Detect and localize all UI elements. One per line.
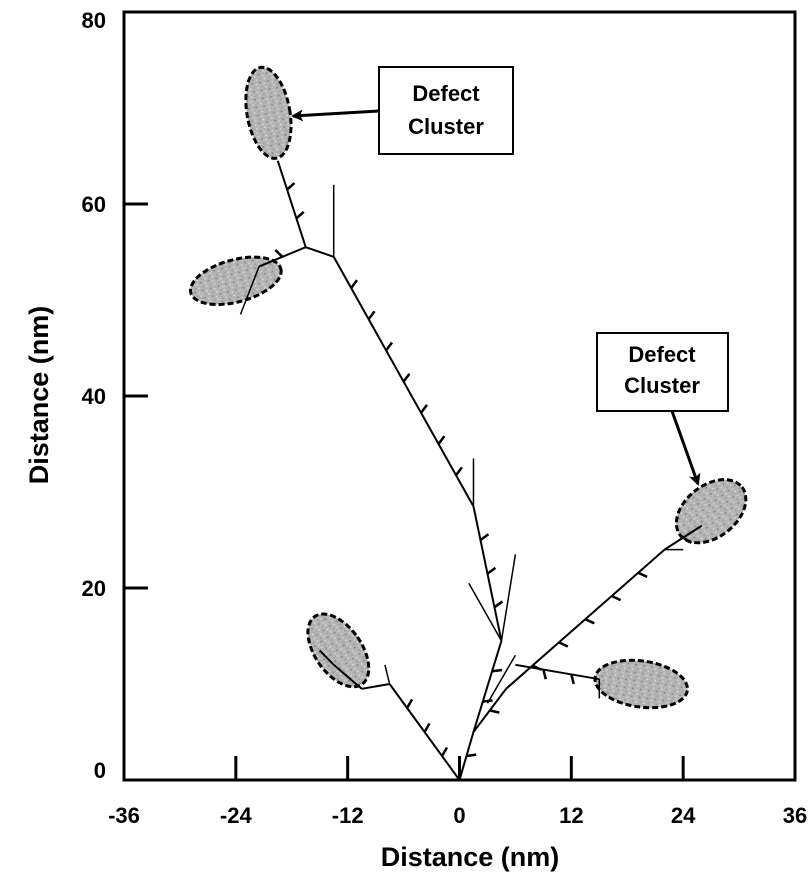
dislocation-line-3 <box>305 246 335 258</box>
dislocation-hash-2-0-7 <box>350 279 359 289</box>
dislocation-hash-6-0-1 <box>489 709 500 714</box>
dislocation-hash-9-0-2 <box>570 674 575 685</box>
dislocation-hash-1-0-1 <box>493 600 504 609</box>
dislocation-hash-10-0-2 <box>423 722 431 733</box>
dislocation-hash-2-0-3 <box>420 404 428 414</box>
branch-line-5 <box>384 664 391 685</box>
y-tick-label-0: 0 <box>94 758 106 783</box>
annotation-arrow-right <box>670 410 701 486</box>
annotation-box-upper <box>378 66 514 155</box>
dislocation-hash-8-0-1 <box>682 536 693 545</box>
dislocation-line-10 <box>388 683 461 781</box>
x-axis-title: Distance (nm) <box>381 842 560 872</box>
branch-line-1 <box>468 582 503 642</box>
dislocation-hash-10-0-3 <box>405 698 414 709</box>
dislocation-line-11 <box>361 683 390 690</box>
dislocation-line-4 <box>276 160 307 248</box>
annotation-callout-right: Defect Cluster <box>596 332 729 486</box>
dislocation-line-13 <box>318 649 335 666</box>
dislocation-line-1 <box>472 506 503 642</box>
dislocation-hash-2-0-4 <box>402 372 411 383</box>
annotation-box-right <box>596 332 729 412</box>
y-tick-label-2: 40 <box>82 384 106 409</box>
dislocation-hash-4-0-2 <box>286 182 296 191</box>
defect-cluster-2 <box>674 478 748 545</box>
dislocation-hash-10-0-1 <box>440 746 449 757</box>
dislocation-hash-7-0-5 <box>637 571 648 579</box>
dislocation-hash-0-1-1 <box>482 699 493 703</box>
defect-cluster-0 <box>244 65 293 160</box>
defect-cluster-4 <box>593 658 689 710</box>
dislocation-hash-1-0-2 <box>486 566 497 575</box>
defect-cluster-3 <box>306 612 371 689</box>
y-tick-label-3: 60 <box>82 192 106 217</box>
annotation-upper-line1: Defect <box>412 81 480 106</box>
dislocation-line-9 <box>515 663 600 681</box>
x-tick-label-5: 24 <box>671 803 696 828</box>
branch-line-2 <box>500 554 517 641</box>
y-axis-title: Distance (nm) <box>24 306 54 485</box>
dislocation-hash-2-0-2 <box>437 435 446 445</box>
y-tick-label-1: 20 <box>82 576 106 601</box>
x-tick-label-1: -24 <box>220 803 253 828</box>
dislocation-hash-9-0-1 <box>542 669 548 680</box>
dislocation-hash-0-1-2 <box>491 668 503 673</box>
y-tick-label-4: 80 <box>82 8 106 33</box>
annotation-upper-line2: Cluster <box>408 114 484 139</box>
defect-cluster-1 <box>188 255 283 306</box>
annotation-callout-upper: Defect Cluster <box>291 66 514 155</box>
annotation-arrow-upper <box>291 109 380 122</box>
dislocation-hash-5-0-1 <box>274 249 284 258</box>
dislocation-hash-2-0-5 <box>385 341 394 352</box>
annotation-right-line1: Defect <box>628 342 696 367</box>
x-tick-label-2: -12 <box>332 803 364 828</box>
annotation-right-line2: Cluster <box>624 373 700 398</box>
dislocation-hash-7-0-2 <box>558 641 569 648</box>
dislocation-line-5 <box>258 246 307 268</box>
x-tick-label-0: -36 <box>108 803 140 828</box>
axis-ticks: -36 -24 -12 0 12 24 36 0 20 40 60 80 <box>82 8 808 828</box>
dislocation-hash-7-0-3 <box>584 618 595 625</box>
x-tick-label-3: 0 <box>453 803 465 828</box>
dislocation-hash-0-0-1 <box>466 753 477 758</box>
dislocation-hash-7-0-4 <box>611 594 622 602</box>
plot-area <box>188 65 748 781</box>
x-tick-label-6: 36 <box>783 803 807 828</box>
x-tick-label-4: 12 <box>559 803 583 828</box>
dislocation-line-12 <box>333 664 363 690</box>
branch-line-4 <box>239 266 260 315</box>
dislocation-line-8 <box>663 524 703 551</box>
branch-line-6 <box>486 654 517 704</box>
dislocation-hash-4-0-1 <box>295 210 305 220</box>
dislocation-hash-2-0-6 <box>367 310 376 320</box>
dislocation-hash-1-0-3 <box>479 533 490 542</box>
dislocation-hash-2-0-1 <box>455 466 463 476</box>
